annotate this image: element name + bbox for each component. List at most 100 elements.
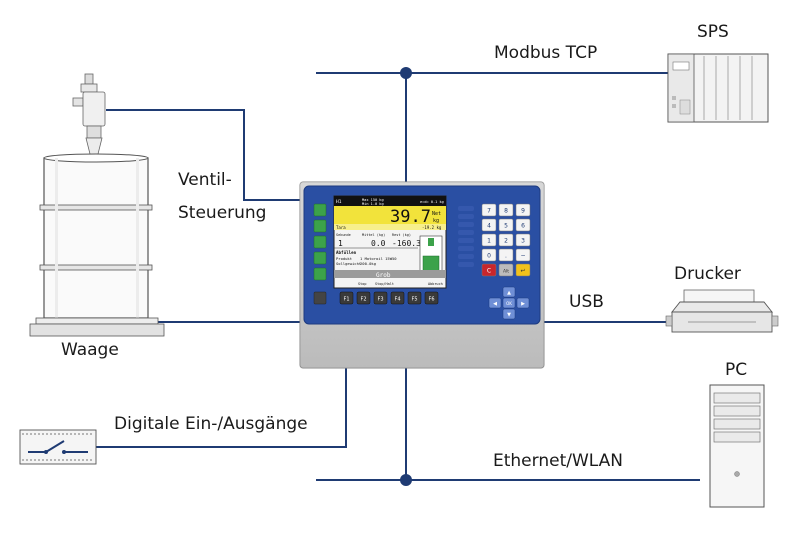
nav-key-label: ▶ <box>521 301 525 307</box>
lcd-section: Abfüllen <box>336 250 357 255</box>
lcd-col3-head: Rest (kg) <box>392 233 411 237</box>
keypad-key-11[interactable]: − <box>515 248 531 262</box>
connection-lines <box>96 67 700 486</box>
keypad-key-0[interactable]: 7 <box>481 203 497 217</box>
keypad-key-label: 4 <box>487 223 491 230</box>
lcd-weight: 39.7 <box>390 207 431 227</box>
weighing-terminal: H1 Max 150 kg Min 1.0 kg e=d= 0.1 kg 39.… <box>299 181 545 369</box>
lcd-product-label: Produkt <box>336 256 352 261</box>
lcd-status: Grob <box>376 272 391 279</box>
nav-key-3[interactable]: ▶ <box>516 297 530 309</box>
tare-icon[interactable] <box>313 219 327 233</box>
ethernet-junction <box>400 474 412 486</box>
lcd-soft-3: Abbruch <box>428 282 443 286</box>
lcd-min: Min 1.0 kg <box>362 202 384 206</box>
valve-label-line2: Steuerung <box>178 203 267 223</box>
function-key-label: F3 <box>377 297 383 303</box>
modbus-junction <box>400 67 412 79</box>
lcd-col1-val: 1 <box>338 239 343 248</box>
lcd-col2-head: Mittel (kg) <box>362 233 385 237</box>
nav-key-label: OK <box>506 301 512 306</box>
nav-key-0[interactable]: ▲ <box>502 286 516 298</box>
digital-io-label: Digitale Ein-/Ausgänge <box>114 414 308 434</box>
keypad-key-12[interactable]: C <box>481 263 497 277</box>
lcd-weight-flag: Net <box>432 211 441 217</box>
keypad-key-7[interactable]: 2 <box>498 233 514 247</box>
nav-key-1[interactable]: ◀ <box>488 297 502 309</box>
keypad-key-label: 2 <box>504 238 508 245</box>
function-key-label: F6 <box>428 297 434 303</box>
keypad-key-10[interactable]: . <box>498 248 514 262</box>
function-key-f5[interactable]: F5 <box>407 291 422 305</box>
sps-label: SPS <box>697 22 729 42</box>
lcd-tara-label: Tara <box>336 225 346 230</box>
nav-key-label: ◀ <box>493 301 497 307</box>
power-key-icon[interactable] <box>313 291 327 305</box>
function-key-f6[interactable]: F6 <box>424 291 439 305</box>
keypad-key-label: . <box>505 253 507 260</box>
lcd-unit: kg <box>433 218 439 224</box>
nav-key-label: ▼ <box>507 312 511 318</box>
usb-label: USB <box>569 292 604 312</box>
keypad-key-5[interactable]: 6 <box>515 218 531 232</box>
printer-label: Drucker <box>674 264 741 284</box>
barrel-icon <box>39 153 153 319</box>
keypad-key-8[interactable]: 3 <box>515 233 531 247</box>
lcd-max: Max 150 kg <box>362 198 384 202</box>
function-keys: F1 F2 F3 F4 F5 F6 <box>339 291 439 305</box>
keypad-key-label: 3 <box>521 238 525 245</box>
function-key-f4[interactable]: F4 <box>390 291 405 305</box>
printer-icon <box>665 289 779 333</box>
scale-label: Waage <box>61 340 119 360</box>
keypad-key-label: − <box>520 253 525 260</box>
nav-key-label: ▲ <box>507 290 511 296</box>
keypad-key-label: ↵ <box>520 268 525 275</box>
indicator-bars <box>458 206 474 267</box>
lcd-col2-val: 0.0 <box>371 239 386 248</box>
scale-platform-icon <box>29 317 165 337</box>
pc-tower-icon <box>709 384 765 508</box>
function-key-f2[interactable]: F2 <box>356 291 371 305</box>
scale-zero-icon[interactable] <box>313 203 327 217</box>
plc-icon <box>667 53 769 123</box>
valve-icon <box>72 73 106 159</box>
digital-io-module-icon <box>19 429 97 465</box>
keypad-key-1[interactable]: 8 <box>498 203 514 217</box>
function-key-label: F1 <box>343 297 349 303</box>
function-key-label: F5 <box>411 297 417 303</box>
nav-key-2[interactable]: OK <box>502 297 516 309</box>
function-key-f1[interactable]: F1 <box>339 291 354 305</box>
print-icon[interactable] <box>313 251 327 265</box>
keypad-key-2[interactable]: 9 <box>515 203 531 217</box>
function-key-label: F2 <box>360 297 366 303</box>
lcd-soft-1: Stop <box>358 282 366 286</box>
keypad-key-label: 9 <box>521 208 525 215</box>
pc-label: PC <box>725 360 748 380</box>
lcd-setpoint-label: Sollgewicht <box>336 261 361 266</box>
keypad-key-6[interactable]: 1 <box>481 233 497 247</box>
keypad-key-4[interactable]: 5 <box>498 218 514 232</box>
ethernet-label: Ethernet/WLAN <box>493 451 623 471</box>
keypad-key-label: Alt <box>503 269 509 275</box>
keypad-key-label: C <box>487 268 491 275</box>
scale-select-icon[interactable] <box>313 267 327 281</box>
lcd-division: e=d= 0.1 kg <box>420 200 444 204</box>
gross-net-icon[interactable] <box>313 235 327 249</box>
valve-label-line1: Ventil- <box>178 170 232 190</box>
keypad-key-label: 6 <box>521 223 525 230</box>
keypad-key-14[interactable]: ↵ <box>515 263 531 277</box>
lcd-setpoint-value: 200.0kg <box>360 261 376 266</box>
function-key-f3[interactable]: F3 <box>373 291 388 305</box>
valve-line <box>106 109 300 201</box>
nav-key-4[interactable]: ▼ <box>502 308 516 320</box>
navigation-keys: ▲ ◀ OK ▶ ▼ <box>488 286 530 320</box>
keypad-key-3[interactable]: 4 <box>481 218 497 232</box>
keypad-key-13[interactable]: Alt <box>498 263 514 277</box>
keypad-key-label: 8 <box>504 208 508 215</box>
function-key-label: F4 <box>394 297 400 303</box>
digital-io-line <box>96 368 347 448</box>
keypad-key-9[interactable]: 0 <box>481 248 497 262</box>
lcd-tara-value: -19.2 kg <box>422 225 442 230</box>
